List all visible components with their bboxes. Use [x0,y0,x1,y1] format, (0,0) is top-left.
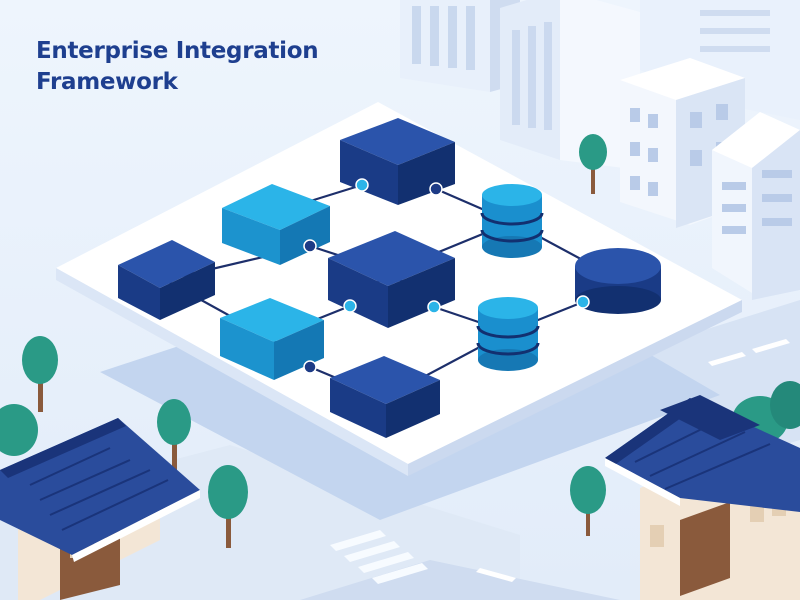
tree-bottom-center [570,466,606,536]
tree-left-upper [22,336,58,412]
service-block-left [118,240,215,320]
building-tall-center [500,0,640,170]
building-front-right [712,112,800,300]
database-lower-icon [476,297,540,371]
page-title: Enterprise Integration Framework [36,36,319,98]
traditional-house-left [0,418,200,600]
road [300,560,620,600]
crosswalk [330,530,428,584]
endpoint-disk-icon [575,248,661,314]
database-upper-icon [480,184,544,258]
tree-left-lower [0,404,38,456]
lane-markings [476,339,790,582]
service-block-lower-left [220,298,324,380]
title-line-2: Framework [36,69,178,95]
office-buildings [400,0,800,300]
service-block-bottom [330,356,440,438]
connection-nodes [303,178,590,374]
service-block-center [328,231,455,328]
service-block-upper-left [222,184,330,265]
title-line-1: Enterprise Integration [36,38,319,64]
tree-center-left [157,399,191,470]
traditional-house-right [605,395,800,600]
tree-bottom-left [208,465,248,548]
tree-top-right [579,134,607,194]
